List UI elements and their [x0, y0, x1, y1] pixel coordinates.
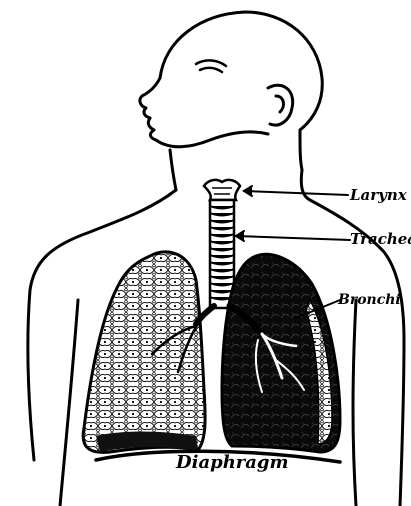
label-bronchi: Bronchi [337, 292, 401, 308]
larynx-arrowhead [244, 186, 252, 196]
label-larynx: Larynx [349, 186, 408, 204]
head-outline [140, 12, 322, 170]
eye-icon [196, 60, 226, 72]
larynx-pointer [244, 191, 348, 195]
left-lung [83, 252, 205, 453]
label-diaphragm: Diaphragm [175, 452, 289, 473]
label-trachea: Trachea [350, 230, 411, 248]
trachea-arrowhead [236, 231, 244, 241]
trachea-pointer [236, 236, 350, 240]
larynx [204, 180, 240, 200]
